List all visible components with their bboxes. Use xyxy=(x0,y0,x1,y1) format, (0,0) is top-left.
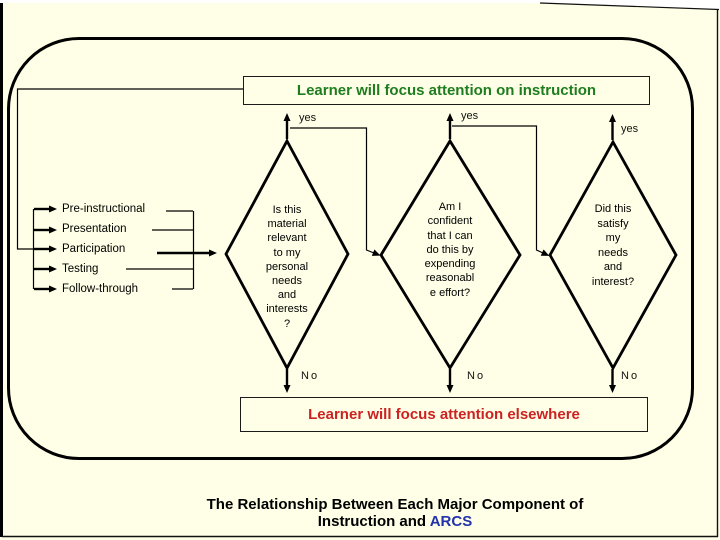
no-label-2: No xyxy=(467,370,486,382)
component-item-testing: Testing xyxy=(62,263,99,275)
page-edge-left xyxy=(0,3,3,537)
outcome-box-attention-on-instruction: Learner will focus attention on instruct… xyxy=(243,76,650,105)
component-item-follow-through: Follow-through xyxy=(62,283,139,295)
diamond-question-confidence: Am I confident that I can do this by exp… xyxy=(424,201,476,299)
no-label-1: No xyxy=(301,370,320,382)
page-edge-top xyxy=(0,0,720,3)
diamond-question-relevance: Is this material relevant to my personal… xyxy=(265,204,309,330)
yes-label-2: yes xyxy=(461,110,479,122)
flow-boundary-rounded-rect xyxy=(7,37,694,460)
component-item-pre-instructional: Pre-instructional xyxy=(62,203,146,215)
caption-arcs-text: ARCS xyxy=(429,512,473,530)
yes-label-3: yes xyxy=(621,123,639,135)
yes-label-1: yes xyxy=(299,112,317,124)
caption-line2-prefix: Instruction and xyxy=(317,512,430,530)
caption-line-1: The Relationship Between Each Major Comp… xyxy=(206,496,584,513)
component-item-presentation: Presentation xyxy=(62,223,127,235)
outcome-box-attention-elsewhere: Learner will focus attention elsewhere xyxy=(240,397,648,432)
no-label-3: No xyxy=(621,370,640,382)
component-item-participation: Participation xyxy=(62,243,126,255)
slide-caption: The Relationship Between Each Major Comp… xyxy=(70,496,720,531)
diamond-question-satisfaction: Did this satisfy my needs and interest? xyxy=(591,203,635,288)
caption-line-2: Instruction and ARCS xyxy=(70,512,720,531)
